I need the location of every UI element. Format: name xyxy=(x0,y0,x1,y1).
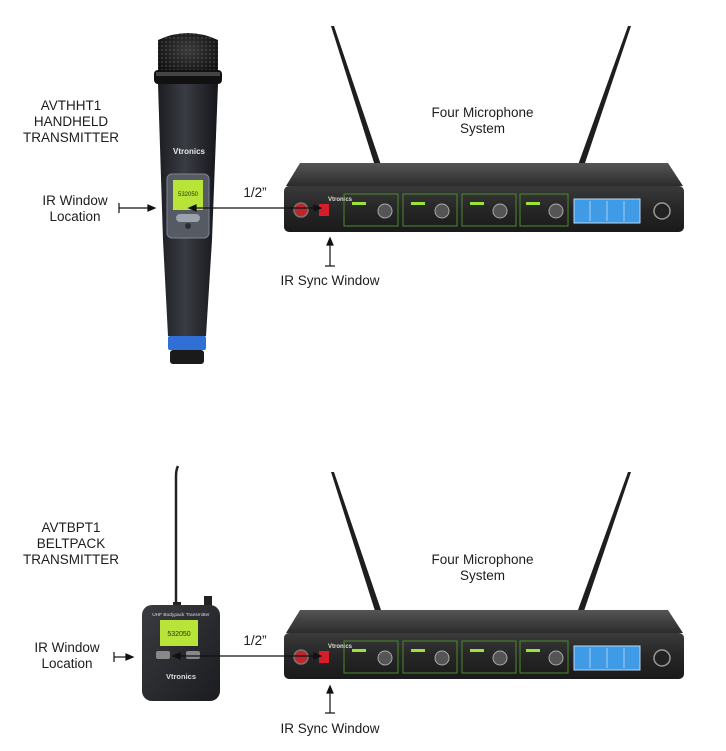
top-ir-sync-window-label: IR Sync Window xyxy=(280,273,380,288)
handheld-microphone-image: Vtronics 532050 xyxy=(154,33,222,364)
top-ir-window-line1: IR Window xyxy=(42,193,108,208)
beltpack-lcd xyxy=(160,620,198,646)
beltpack-transmitter-label: TRANSMITTER xyxy=(23,552,119,567)
handheld-model-label: AVTHHT1 xyxy=(40,98,102,113)
beltpack-freq-text: 532050 xyxy=(167,631,190,638)
beltpack-title-text: UHF Bodypack Transmitter xyxy=(152,612,210,618)
top-system-line2: System xyxy=(459,121,505,136)
bottom-system-label: Four Microphone System xyxy=(415,552,550,584)
top-ir-window-line2: Location xyxy=(49,209,101,224)
top-ir-window-location: IR Window Location xyxy=(30,193,120,225)
top-ir-sync-window xyxy=(319,204,329,216)
bottom-ir-window-line2: Location xyxy=(41,656,93,671)
svg-text:Vtronics: Vtronics xyxy=(328,197,353,203)
top-system-line1: Four Microphone xyxy=(431,105,534,120)
svg-text:Vtronics: Vtronics xyxy=(328,644,353,650)
bottom-receiver-image: Vtronics xyxy=(284,472,684,679)
svg-text:Vtronics: Vtronics xyxy=(173,147,206,156)
top-system-label: Four Microphone System xyxy=(415,105,550,137)
beltpack-type-label: BELTPACK xyxy=(36,536,106,551)
bottom-ir-window-line1: IR Window xyxy=(34,640,100,655)
bottom-distance-label: 1/2” xyxy=(243,633,267,648)
svg-text:Vtronics: Vtronics xyxy=(166,672,196,681)
bottom-arrows xyxy=(113,652,335,714)
bottom-ir-sync-window-label: IR Sync Window xyxy=(280,721,380,736)
bottom-ir-sync-window xyxy=(319,651,329,663)
bottom-system-line2: System xyxy=(459,568,505,583)
handheld-transmitter-label: TRANSMITTER xyxy=(23,130,119,145)
svg-text:532050: 532050 xyxy=(178,192,199,198)
handheld-transmitter-title: AVTHHT1 HANDHELD TRANSMITTER xyxy=(10,98,132,146)
bottom-ir-window-location: IR Window Location xyxy=(22,640,112,672)
bottom-system-line1: Four Microphone xyxy=(431,552,534,567)
handheld-type-label: HANDHELD xyxy=(33,114,109,129)
top-arrows xyxy=(118,203,335,267)
beltpack-transmitter-image: UHF Bodypack Transmitter 532050 Vtronics xyxy=(142,465,220,701)
beltpack-model-label: AVTBPT1 xyxy=(41,520,101,535)
handheld-lcd xyxy=(173,180,203,210)
beltpack-transmitter-title: AVTBPT1 BELTPACK TRANSMITTER xyxy=(10,520,132,568)
top-distance-label: 1/2” xyxy=(243,185,267,200)
top-receiver-image: Vtronics xyxy=(284,26,684,232)
